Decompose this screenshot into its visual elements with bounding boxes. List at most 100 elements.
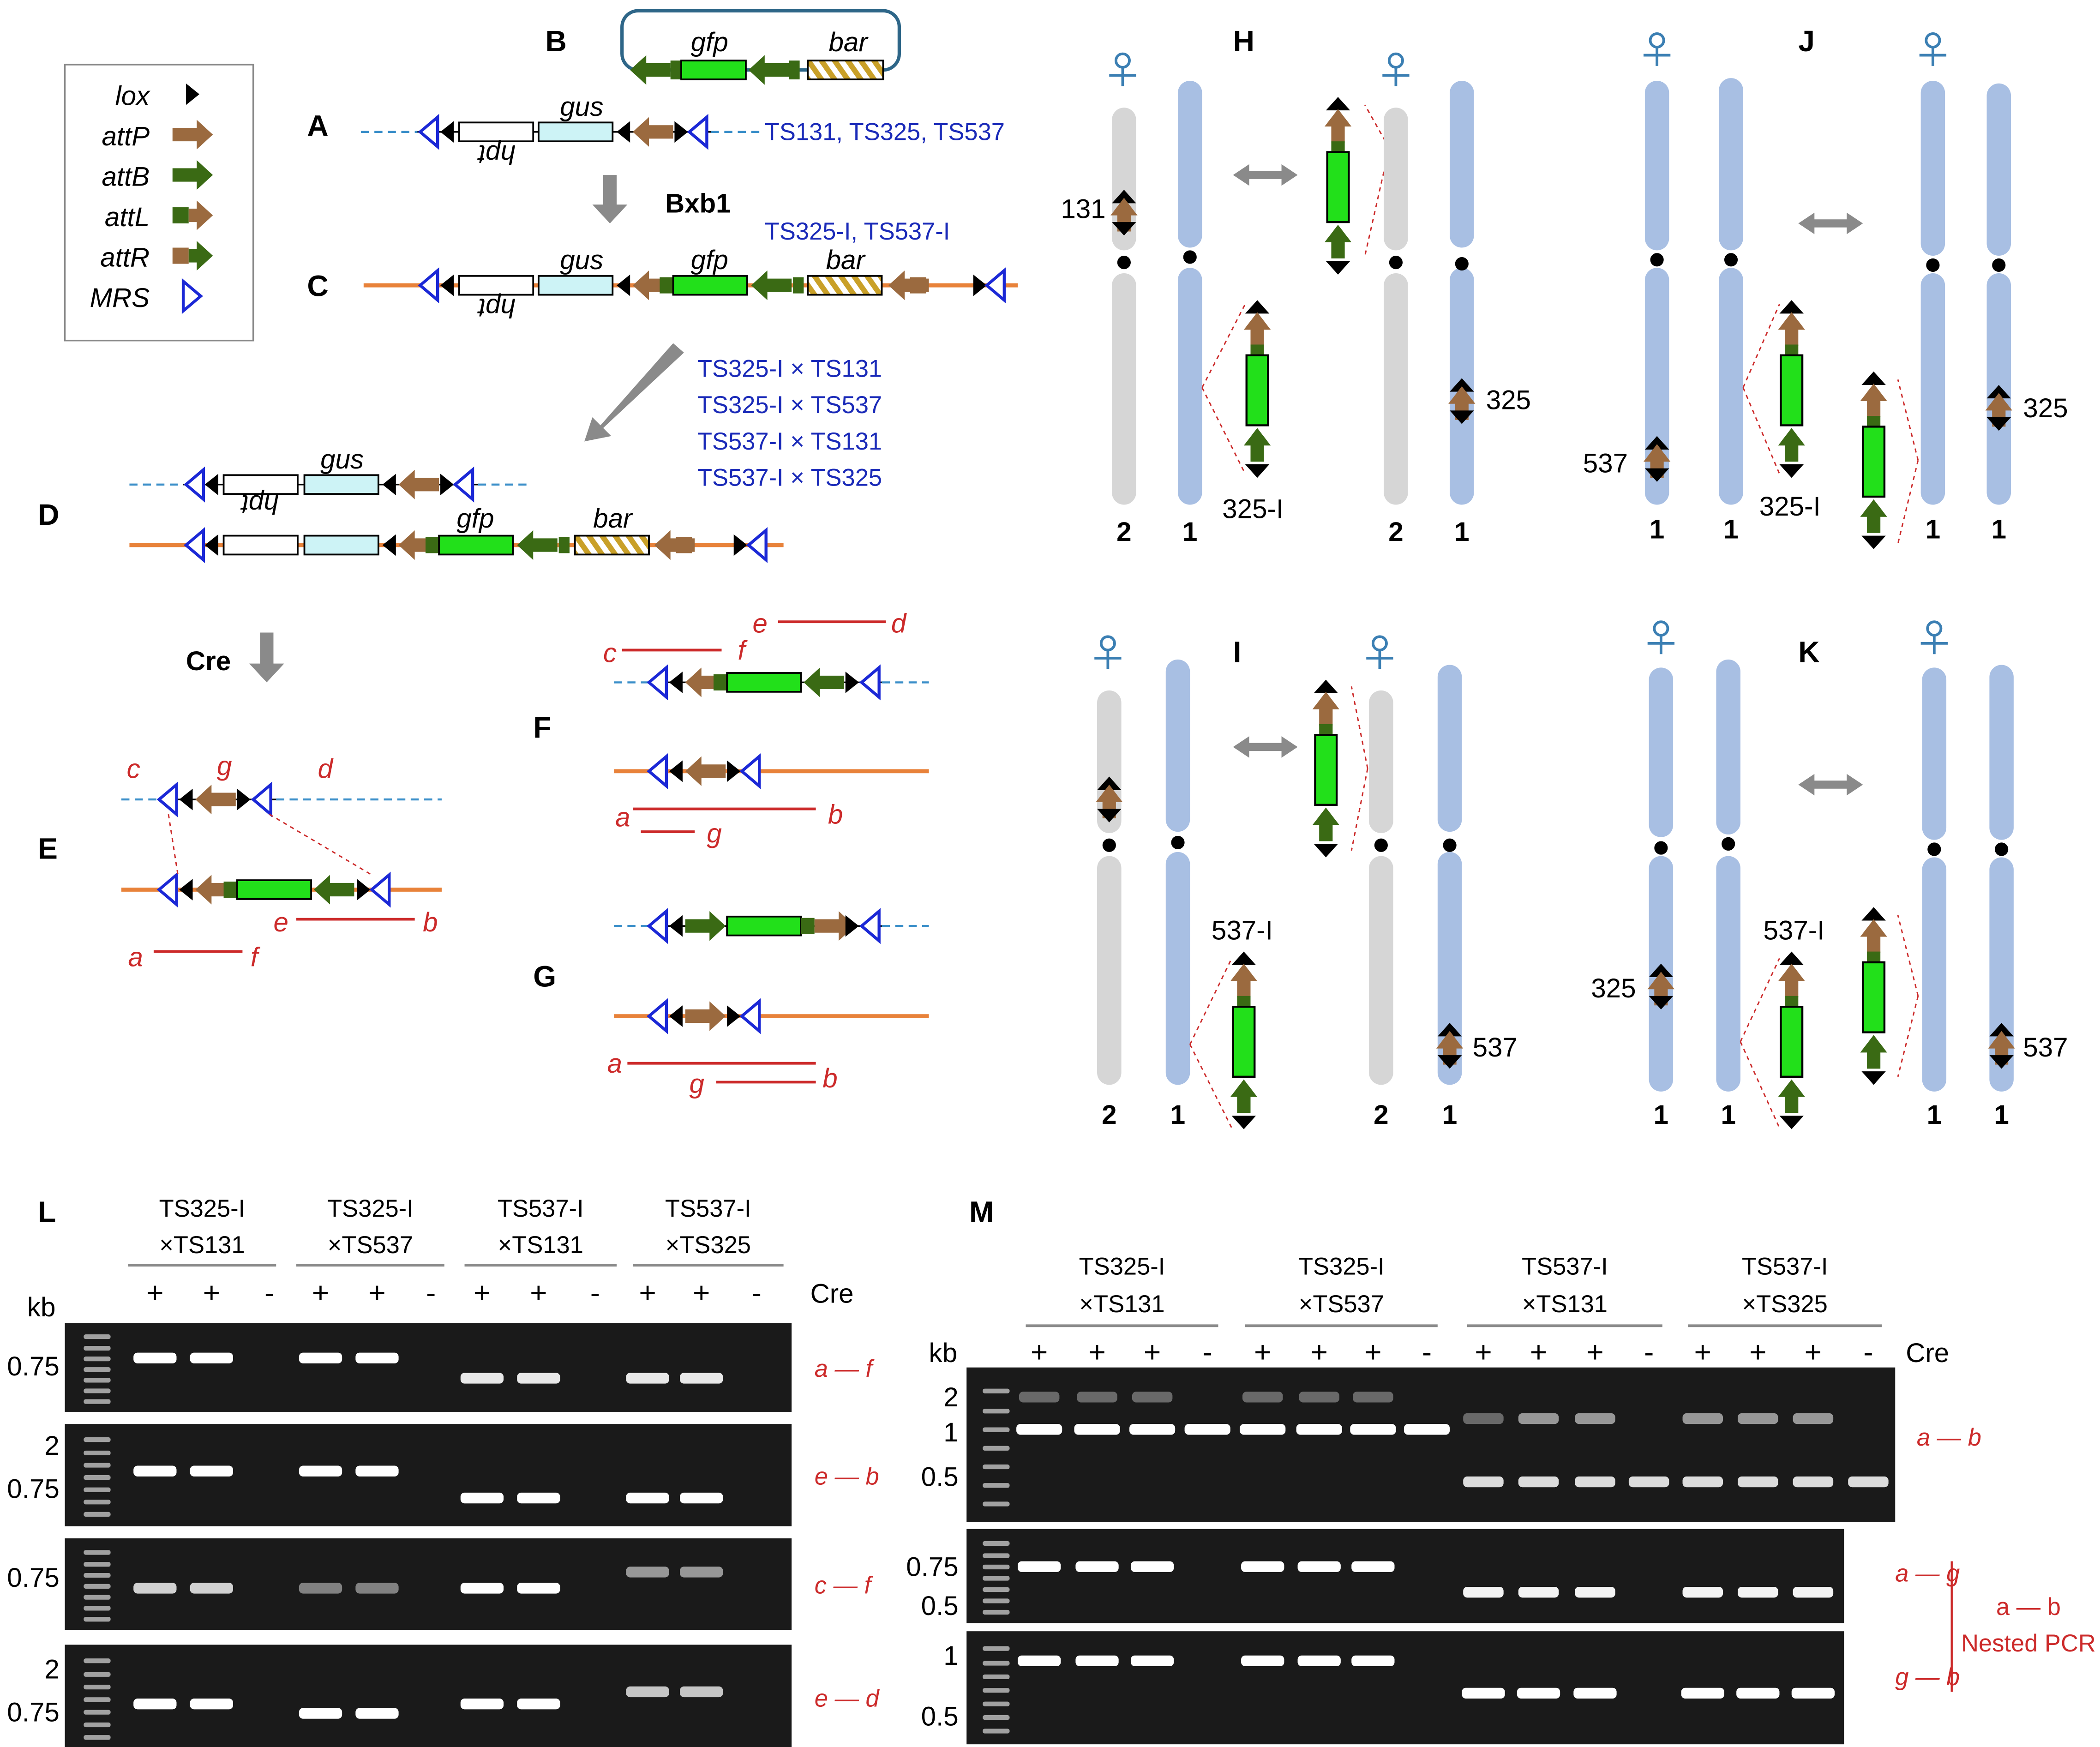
gel-l-band xyxy=(680,1567,723,1578)
cre-label: Cre xyxy=(186,646,231,676)
gel-m-band xyxy=(1075,1561,1119,1572)
gel-m-band xyxy=(1132,1392,1173,1403)
construct-c: gus gfp bar hpt xyxy=(363,245,1018,323)
ladder-band xyxy=(84,1450,111,1456)
gel-m-band xyxy=(1518,1586,1559,1598)
ladder-band xyxy=(983,1661,1010,1666)
gel-m-band xyxy=(1463,1413,1504,1424)
ladder-band xyxy=(983,1701,1010,1706)
gel-m-band xyxy=(1682,1413,1723,1424)
gel-l-header-line2: ×TS131 xyxy=(159,1231,245,1259)
chr-num-i2: 1 xyxy=(1170,1100,1185,1130)
ladder-band xyxy=(84,1606,111,1611)
gel-m-lane-sign: + xyxy=(1364,1335,1381,1369)
gel-m-band xyxy=(1241,1655,1284,1667)
ladder-band xyxy=(84,1475,111,1480)
gel-l-band xyxy=(299,1583,342,1594)
gel-m-row-background xyxy=(966,1529,1844,1623)
ladder-band xyxy=(84,1584,111,1589)
gel-m-band xyxy=(1241,1561,1284,1572)
ladder-band xyxy=(84,1672,111,1677)
legend-attp-label: attP xyxy=(102,121,150,151)
cross-4: TS537-I × TS325 xyxy=(697,464,882,492)
gel-l-product-label: e — d xyxy=(815,1685,880,1712)
ladder-band xyxy=(983,1729,1010,1734)
gel-m-band xyxy=(1129,1424,1176,1435)
gel-l-lane-sign: - xyxy=(426,1276,436,1309)
gel-m-band xyxy=(1351,1655,1395,1667)
chr-num-h3: 2 xyxy=(1388,517,1403,547)
gel-m-header-line2: ×TS131 xyxy=(1079,1291,1164,1318)
gel-l-header-line1: TS537-I xyxy=(665,1195,751,1222)
gel-m-header-line2: ×TS325 xyxy=(1742,1291,1828,1318)
gel-l-band xyxy=(190,1352,233,1363)
ladder-band xyxy=(983,1483,1010,1488)
cross-1: TS325-I × TS131 xyxy=(697,355,882,382)
gel-m-band xyxy=(1299,1392,1339,1403)
gene-gfp-d: gfp xyxy=(456,504,494,534)
chr-num-k2: 1 xyxy=(1721,1100,1735,1130)
gel-m-band xyxy=(1350,1424,1396,1435)
gel-m-row-background xyxy=(966,1367,1896,1523)
ladder-band xyxy=(84,1684,111,1690)
gene-bar-d: bar xyxy=(593,504,633,534)
panel-label-e: E xyxy=(38,832,58,865)
gel-m-lane-sign: + xyxy=(1088,1335,1105,1369)
gel-l-lane-sign: + xyxy=(312,1276,329,1309)
primer-e-f: e xyxy=(753,609,768,639)
site-131-h: 131 xyxy=(1061,194,1105,224)
gel-l-size-marker: 0.75 xyxy=(7,1474,59,1504)
gel-m-band xyxy=(1518,1476,1559,1488)
gel-l-band xyxy=(460,1373,504,1384)
gel-panel-l: TS325-I×TS131TS325-I×TS537TS537-I×TS131T… xyxy=(7,1195,880,1747)
panel-label-f: F xyxy=(533,711,551,744)
gel-m-band xyxy=(1628,1476,1669,1488)
gel-m-size-marker: 1 xyxy=(943,1641,958,1671)
gel-m-lane-sign: + xyxy=(1530,1335,1547,1369)
gel-m-band xyxy=(1682,1586,1723,1598)
chr-num-i1: 2 xyxy=(1102,1100,1116,1130)
gel-m-lane-sign: - xyxy=(1644,1335,1654,1369)
gel-l-header-line1: TS537-I xyxy=(498,1195,584,1222)
construct-e xyxy=(121,785,442,953)
ladder-band xyxy=(983,1576,1010,1581)
gel-l-band xyxy=(517,1492,560,1504)
gel-m-band xyxy=(1075,1655,1119,1667)
primer-c-e: c xyxy=(127,754,140,784)
gel-m-product-label: a — g xyxy=(1895,1560,1960,1587)
ladder-band xyxy=(84,1334,111,1339)
gel-m-band xyxy=(1738,1586,1778,1598)
gel-m-band xyxy=(1517,1687,1560,1699)
gel-l-band xyxy=(299,1352,342,1363)
primer-a-f: a xyxy=(615,802,630,832)
panel-label-h: H xyxy=(1233,24,1254,58)
gel-m-lane-sign: - xyxy=(1863,1335,1873,1369)
ladder-band xyxy=(983,1446,1010,1451)
ladder-band xyxy=(84,1487,111,1492)
gel-m-band xyxy=(1848,1476,1889,1488)
gel-l-row-background xyxy=(65,1645,792,1747)
gene-bar-b: bar xyxy=(828,27,869,57)
gel-m-band xyxy=(1016,1424,1062,1435)
gel-l-band xyxy=(517,1373,560,1384)
gel-m-band xyxy=(1018,1561,1061,1572)
gel-l-band xyxy=(460,1699,504,1710)
ladder-band xyxy=(84,1345,111,1351)
gel-l-band xyxy=(133,1352,177,1363)
primer-a-g: a xyxy=(607,1049,622,1079)
construct-a: gus hpt xyxy=(360,92,765,169)
gel-m-band xyxy=(1518,1413,1559,1424)
gel-l-band xyxy=(355,1465,399,1477)
gel-m-product-label: g — b xyxy=(1895,1663,1960,1691)
legend-box: lox attP attB attL attR MRS xyxy=(64,64,254,342)
attl-arrow-icon xyxy=(172,200,213,230)
gel-l-size-marker: 2 xyxy=(44,1431,59,1461)
legend-lox-label: lox xyxy=(115,81,150,111)
gel-l-lane-sign: + xyxy=(474,1276,491,1309)
chr-num-i3: 2 xyxy=(1374,1100,1388,1130)
gel-m-lane-sign: - xyxy=(1422,1335,1432,1369)
gel-l-header-line2: ×TS131 xyxy=(498,1231,583,1259)
gel-panel-m: TS325-I×TS131TS325-I×TS537TS537-I×TS131T… xyxy=(906,1253,2096,1745)
primer-b-e: b xyxy=(423,907,438,937)
